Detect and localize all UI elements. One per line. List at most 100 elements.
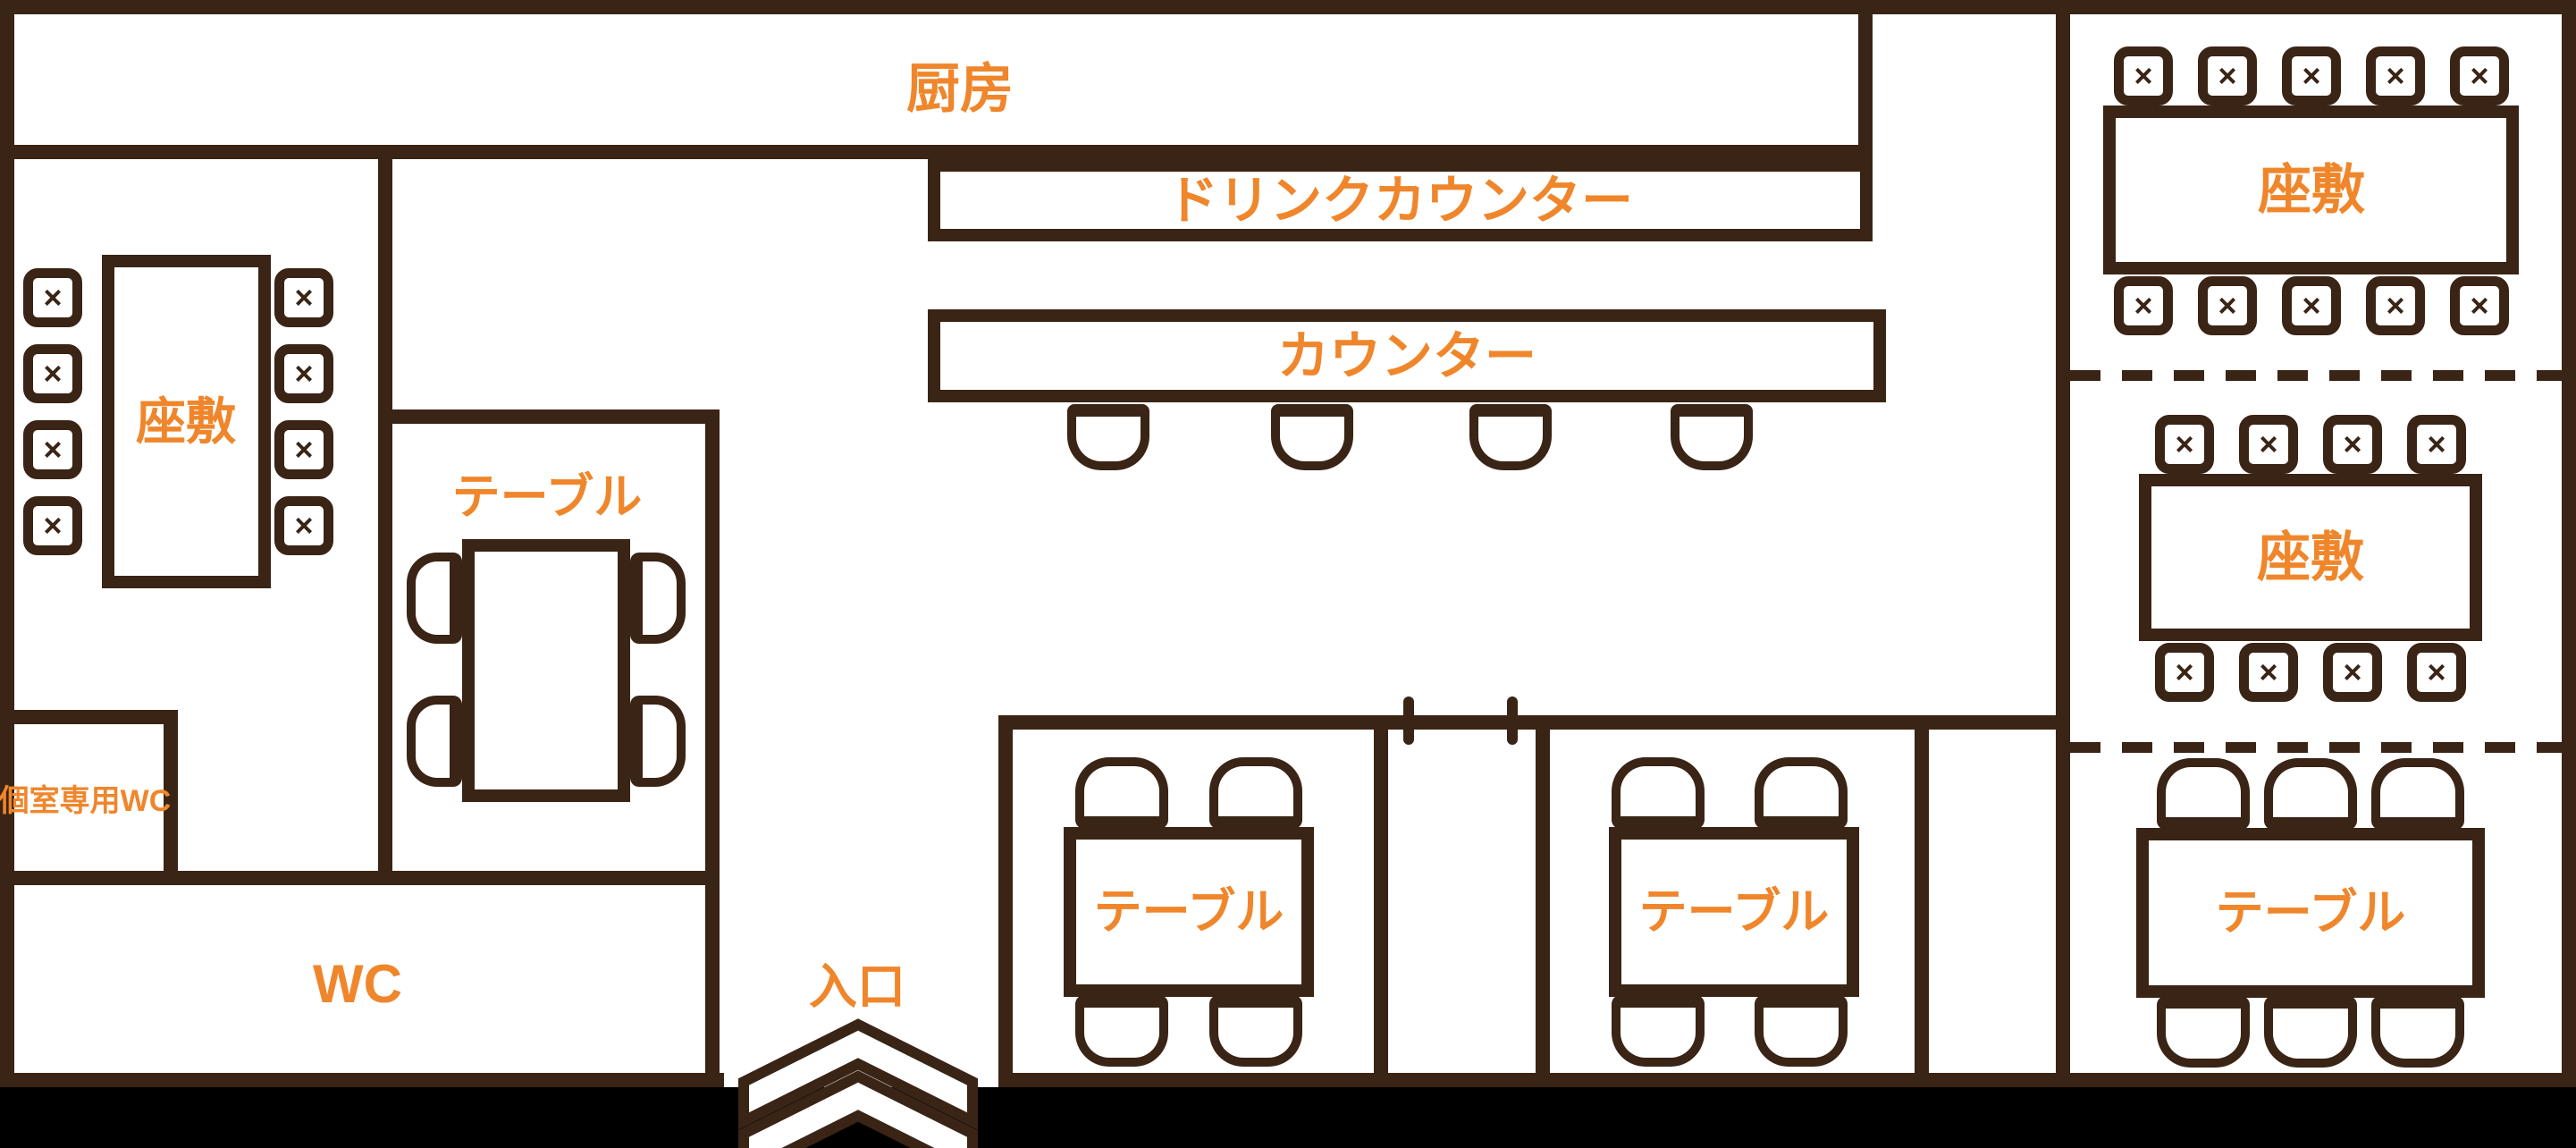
x-mark: × [2470,287,2489,324]
x-mark: × [2134,287,2153,324]
wall [378,409,720,424]
dining-table [1609,827,1859,997]
wall [2562,0,2576,1087]
wall-booth [1536,715,1550,1087]
wall-booth [1915,715,1929,1087]
zabuton-cushion: × [2366,276,2425,335]
zashiki-table [2139,474,2482,641]
zabuton-cushion: × [23,344,82,403]
zabuton-cushion: × [2323,643,2382,702]
wc-label: WC [313,954,402,1014]
chair [1209,995,1302,1067]
wall-booths [998,715,2070,730]
door-marker [1403,696,1414,745]
zashiki-table [102,255,271,588]
zabuton-cushion: × [2407,643,2466,702]
chair [2264,758,2357,830]
zabuton-cushion: × [2450,46,2509,106]
zabuton-cushion: × [2239,643,2298,702]
x-mark: × [2175,654,2194,690]
chair [630,553,686,644]
chair [2157,758,2250,830]
chair [1755,757,1848,829]
wall [705,409,720,1087]
dining-table [2136,828,2485,998]
chair [2371,996,2464,1068]
table-room-label: テーブル [451,470,643,524]
chair [1075,757,1168,829]
zabuton-cushion: × [2114,46,2173,106]
chair [630,696,686,787]
zabuton-cushion: × [2114,276,2173,335]
zabuton-cushion: × [2323,415,2382,474]
zabuton-cushion: × [2239,415,2298,474]
chair [1075,995,1168,1067]
zabuton-cushion: × [274,268,333,327]
chair [407,696,462,787]
entrance-label: 入口 [809,960,905,1014]
chair [1209,757,1302,829]
wall-private-wc [0,710,178,724]
partition-dashed-line [2070,742,2562,753]
x-mark: × [2302,287,2321,324]
wall-right-section [2056,0,2070,1087]
x-mark: × [2386,57,2405,94]
x-mark: × [2427,426,2446,462]
zabuton-cushion: × [23,496,82,555]
entrance-arrow-icon [738,1018,978,1148]
x-mark: × [2175,426,2194,462]
dining-table [1064,827,1314,997]
dining-table [462,539,630,802]
wall-kitchen [0,145,1873,159]
x-mark: × [2302,57,2321,94]
zabuton-cushion: × [2155,415,2214,474]
chair [2157,996,2250,1068]
chevron [738,1018,978,1130]
zabuton-cushion: × [274,344,333,403]
table-booth-label: テーブル [1638,885,1830,939]
partition-dashed-line [2070,370,2562,381]
wall-booth [998,715,1013,1087]
chair [1612,995,1705,1067]
table-label: テーブル [2215,886,2406,940]
x-mark: × [294,355,314,392]
x-mark: × [2218,287,2237,324]
x-mark: × [43,279,63,316]
wall-private-wc [164,710,178,885]
x-mark: × [43,507,63,544]
wall [0,1073,724,1087]
wall-booth [1374,715,1388,1087]
private-wc-label: 個室専用WC [0,784,172,818]
wall [378,145,392,885]
x-mark: × [294,279,314,316]
zashiki-label: 座敷 [2258,160,2365,220]
chair [1612,757,1705,829]
x-mark: × [2470,57,2489,94]
zabuton-cushion: × [274,420,333,479]
door-marker [1507,696,1518,745]
zashiki-table [2103,106,2519,274]
x-mark: × [294,507,314,544]
zashiki-label: 座敷 [2257,528,2364,587]
x-mark: × [2218,57,2237,94]
stool [1469,404,1552,470]
drink-counter-label: ドリンクカウンター [1166,172,1634,230]
zabuton-cushion: × [2198,46,2257,106]
zashiki-label: 座敷 [136,393,236,450]
x-mark: × [2343,654,2362,690]
zabuton-cushion: × [2155,643,2214,702]
kitchen-label: 厨房 [906,59,1014,119]
chevron [738,1070,978,1148]
x-mark: × [2259,426,2278,462]
zabuton-cushion: × [23,420,82,479]
zabuton-cushion: × [2450,276,2509,335]
stool [1067,404,1149,470]
stool [1271,404,1353,470]
x-mark: × [294,431,314,468]
zabuton-cushion: × [2198,276,2257,335]
table-booth-label: テーブル [1093,885,1284,939]
x-mark: × [2427,654,2446,690]
zabuton-cushion: × [23,268,82,327]
chair [407,553,462,644]
